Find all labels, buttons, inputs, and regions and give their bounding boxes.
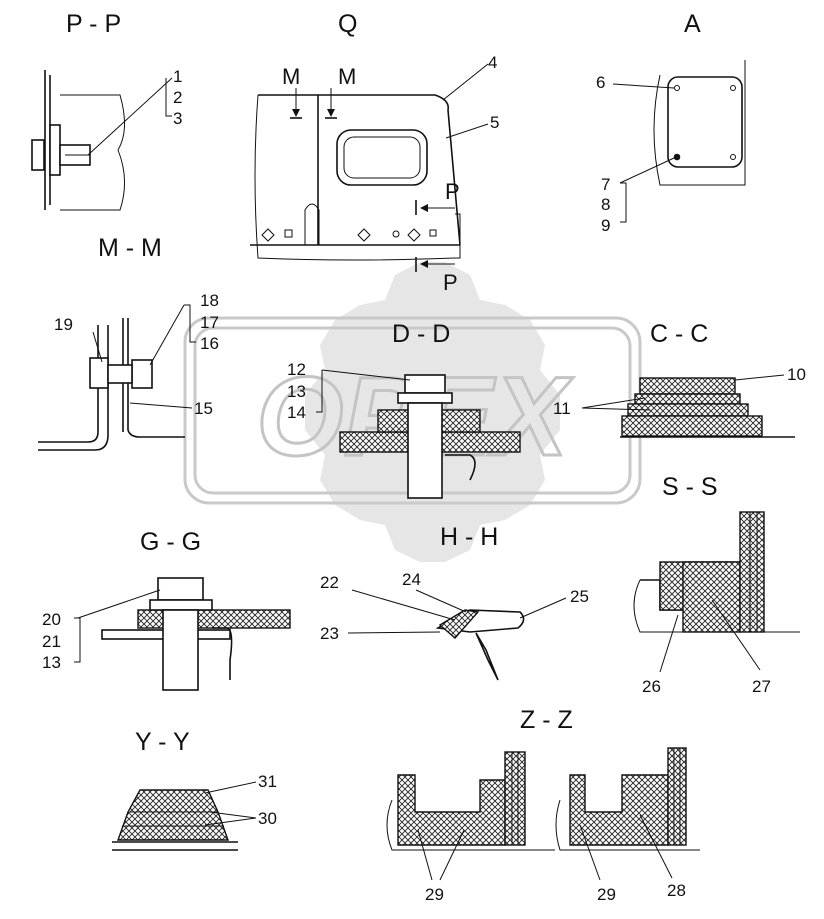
callout-label: 4 <box>488 53 497 72</box>
callout-label: P <box>443 270 458 295</box>
view-zz: Z - Z 29 29 28 <box>386 706 700 904</box>
callout-label: 28 <box>667 881 686 900</box>
callout-label: 29 <box>597 885 616 904</box>
view-mm: M - M 19 18 17 16 15 <box>38 234 219 451</box>
view-gg: G - G 20 21 13 <box>42 528 291 691</box>
view-cc: C - C 10 11 <box>553 320 806 438</box>
callout-label: 3 <box>173 109 182 128</box>
callout-label: 7 <box>601 175 610 194</box>
view-a: A 6 7 8 9 <box>596 10 746 235</box>
callout-label: 25 <box>570 587 589 606</box>
callout-label: 15 <box>194 399 213 418</box>
view-zz-title: Z - Z <box>520 706 573 734</box>
view-q: Q M M P P 4 5 <box>250 10 499 295</box>
view-yy-title: Y - Y <box>135 728 190 756</box>
callout-label: 16 <box>200 334 219 353</box>
view-dd-title: D - D <box>392 320 450 348</box>
view-a-title: A <box>684 10 701 38</box>
callout-label: 5 <box>490 113 499 132</box>
view-hh: H - H 22 24 25 23 <box>320 523 589 681</box>
view-cc-title: C - C <box>650 320 708 348</box>
view-yy: Y - Y 31 30 <box>112 728 277 851</box>
callout-label: 2 <box>173 88 182 107</box>
callout-label: 18 <box>200 291 219 310</box>
callout-label: M <box>338 64 356 89</box>
view-pp: P - P 1 2 3 <box>31 10 182 211</box>
view-pp-title: P - P <box>66 10 121 38</box>
callout-label: 8 <box>601 195 610 214</box>
view-dd: D - D 12 13 14 <box>287 320 521 499</box>
callout-label: 20 <box>42 610 61 629</box>
callout-label: 13 <box>42 653 61 672</box>
callout-label: 27 <box>752 677 771 696</box>
view-hh-title: H - H <box>440 523 498 551</box>
callout-label: 22 <box>320 573 339 592</box>
callout-label: 14 <box>287 403 306 422</box>
view-ss: S - S 26 27 <box>633 473 800 696</box>
callout-label: 30 <box>258 809 277 828</box>
callout-label: 31 <box>258 772 277 791</box>
callout-label: 29 <box>425 885 444 904</box>
callout-label: 21 <box>42 632 61 651</box>
callout-label: 12 <box>287 360 306 379</box>
callout-label: 23 <box>320 624 339 643</box>
callout-label: 1 <box>173 67 182 86</box>
callout-label: M <box>282 64 300 89</box>
view-q-title: Q <box>338 10 357 38</box>
callout-label: 19 <box>54 315 73 334</box>
view-mm-title: M - M <box>98 234 162 262</box>
callout-label: 6 <box>596 73 605 92</box>
callout-label: P <box>445 179 460 204</box>
view-gg-title: G - G <box>140 528 201 556</box>
callout-label: 24 <box>402 570 421 589</box>
view-ss-title: S - S <box>662 473 718 501</box>
callout-label: 10 <box>787 365 806 384</box>
callout-label: 13 <box>287 382 306 401</box>
callout-label: 17 <box>200 313 219 332</box>
callout-label: 11 <box>553 399 571 418</box>
callout-label: 26 <box>642 677 661 696</box>
callout-label: 9 <box>601 216 610 235</box>
